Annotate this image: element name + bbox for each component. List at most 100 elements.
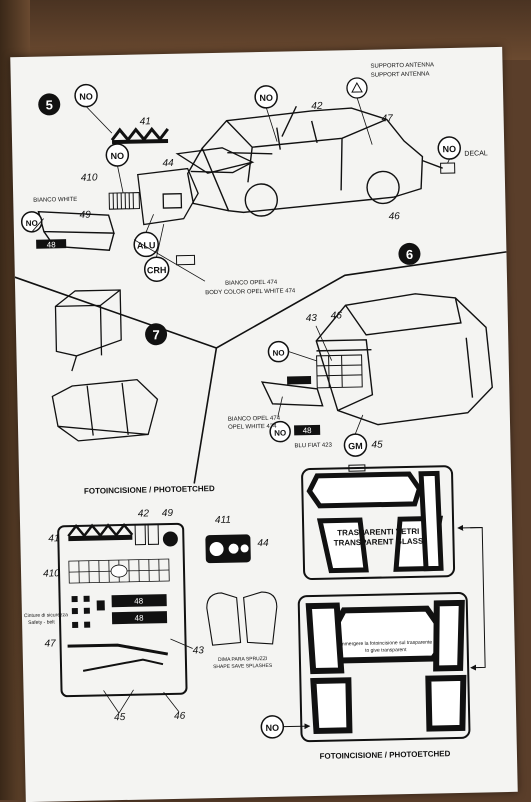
part-42-label: 42: [311, 101, 323, 112]
decal-label: DECAL: [464, 150, 488, 157]
rear-car-drawing: [315, 293, 493, 426]
side-glass-bottom-left: [305, 602, 345, 675]
zigzag-grille-part: [110, 126, 169, 145]
step-7-badge: [145, 323, 168, 346]
fret-46-label: 46: [174, 711, 186, 722]
fret-41-label: 41: [48, 533, 59, 544]
photoetch-fret: [57, 522, 188, 698]
alu-badge-text: ALU: [137, 240, 156, 250]
quarter-glass: [418, 470, 444, 572]
front-bumper-part: [37, 210, 115, 251]
body-color-it-label: BIANCO OPEL 474: [225, 280, 278, 287]
fret-42-label: 42: [138, 508, 150, 519]
small-part: [175, 254, 196, 266]
no-arrow: [283, 723, 311, 730]
part-43-label: 43: [306, 313, 318, 324]
antenna-label-it: SUPPORTO ANTENNA: [370, 62, 434, 69]
rear-bumper-part: [260, 381, 324, 407]
car-body-drawing: [186, 105, 443, 217]
no-badge-text: NO: [79, 92, 93, 102]
windscreen-glass: [306, 471, 423, 509]
part-44-label-fret: 44: [257, 538, 269, 549]
section-divider: [193, 347, 218, 484]
photoetched-title-2: FOTOINCISIONE / PHOTOETCHED: [319, 749, 450, 761]
antenna-icon: [346, 77, 368, 99]
fret-43-label: 43: [193, 645, 205, 656]
instruction-sheet: 5: [10, 46, 518, 802]
glass-label-it: TRASPARENTI VETRI: [337, 527, 419, 538]
grille-part: [108, 192, 140, 210]
small-glass-right: [425, 674, 467, 732]
fret-zigzag: [67, 522, 134, 538]
fret-49-label: 49: [162, 508, 174, 519]
antenna-label-en: SUPPORT ANTENNA: [371, 71, 430, 78]
rear-48-label-box: [294, 424, 321, 436]
fret-410-label: 410: [43, 568, 60, 579]
no-badge-text: NO: [259, 93, 273, 103]
fret-wiper: [67, 643, 169, 656]
no-badge-text: NO: [266, 723, 280, 733]
no-badge: [437, 136, 462, 160]
leader-lines: [31, 97, 450, 282]
rear-48-label: 48: [303, 426, 313, 435]
fret-48-box: [111, 594, 167, 608]
part-44-label: 44: [162, 158, 174, 169]
side-glass-left: [316, 517, 369, 574]
transparent-glass-section: TRASPARENTI VETRI TRANSPARENT GLASS Imme…: [260, 465, 486, 761]
fret-small-parts: [71, 595, 105, 629]
bianco-white-label: BIANCO WHITE: [33, 197, 77, 204]
glass-label-en: TRANSPARENT GLASS: [334, 537, 424, 548]
no-badge-text: NO: [274, 429, 286, 438]
section-divider: [14, 251, 507, 349]
dima-it-label: DIMA PARA SPRUZZI: [218, 656, 267, 663]
fret-48-label-2: 48: [134, 614, 144, 623]
opel-white-label: OPEL WHITE 474: [228, 424, 277, 431]
part-49-label: 49: [79, 210, 91, 221]
belts-it-label: Cinture di sicurezza: [24, 612, 68, 619]
photoetched-section: FOTOINCISIONE / PHOTOETCHED 48 48 41 42 …: [24, 484, 215, 723]
part-48-label-box: [36, 239, 67, 249]
side-glass-bottom-right: [433, 599, 465, 672]
glass-arrow-top: [457, 524, 483, 531]
no-badge-text: NO: [26, 219, 38, 228]
no-badge: [269, 420, 291, 443]
gm-badge-text: GM: [348, 441, 363, 451]
step-6-section: 6 NO NO 48 GM 43 46 45 BIANCO OPEL 4: [228, 242, 493, 472]
instruction-diagram: 5: [14, 62, 507, 761]
part-410-label: 410: [81, 172, 98, 183]
body-color-en-label: BODY COLOR OPEL WHITE 474: [205, 288, 296, 296]
glass-note-en: to give transparent: [365, 647, 407, 654]
no-badge-text: NO: [442, 144, 456, 154]
part-48-label: 48: [47, 240, 57, 249]
glass-arrow: [470, 526, 486, 671]
interior-drawing: [51, 355, 159, 442]
step-6-number: 6: [406, 247, 414, 262]
small-fret: 411 44: [205, 515, 269, 564]
step-5-badge: [38, 93, 61, 116]
part-411-label: 411: [215, 515, 231, 526]
fret-48-label: 48: [134, 597, 144, 606]
fret-48-box-2: [111, 611, 168, 625]
glass-note-it: Immergere la fotoincisione sul trasparen…: [339, 640, 432, 648]
hood-part: [175, 147, 255, 174]
part-46-label-rear: 46: [331, 310, 343, 321]
part-41-label: 41: [140, 116, 151, 127]
step-5-section: 5: [20, 62, 488, 296]
antenna-icon-shape: [351, 81, 363, 93]
leader-lines-6: [277, 325, 364, 435]
step-7-section: 7: [51, 289, 168, 442]
part-46-label: 46: [389, 211, 401, 222]
glass-frame-bottom: [297, 591, 471, 743]
fret-strip-2: [82, 658, 164, 672]
step-6-badge: [398, 242, 421, 265]
fret-grille: [68, 558, 170, 584]
photoetched-title: FOTOINCISIONE / PHOTOETCHED: [84, 484, 215, 496]
glass-frame-top: [301, 465, 456, 581]
step-7-number: 7: [152, 327, 160, 342]
no-badge-text: NO: [110, 151, 124, 161]
dima-en-label: SHAPE SAVE SPLASHES: [213, 663, 273, 670]
fret-boxes: [134, 523, 178, 547]
front-panel-part: [137, 167, 199, 226]
crh-badge-text: CRH: [147, 265, 167, 275]
rear-part-48-box: [286, 376, 312, 385]
